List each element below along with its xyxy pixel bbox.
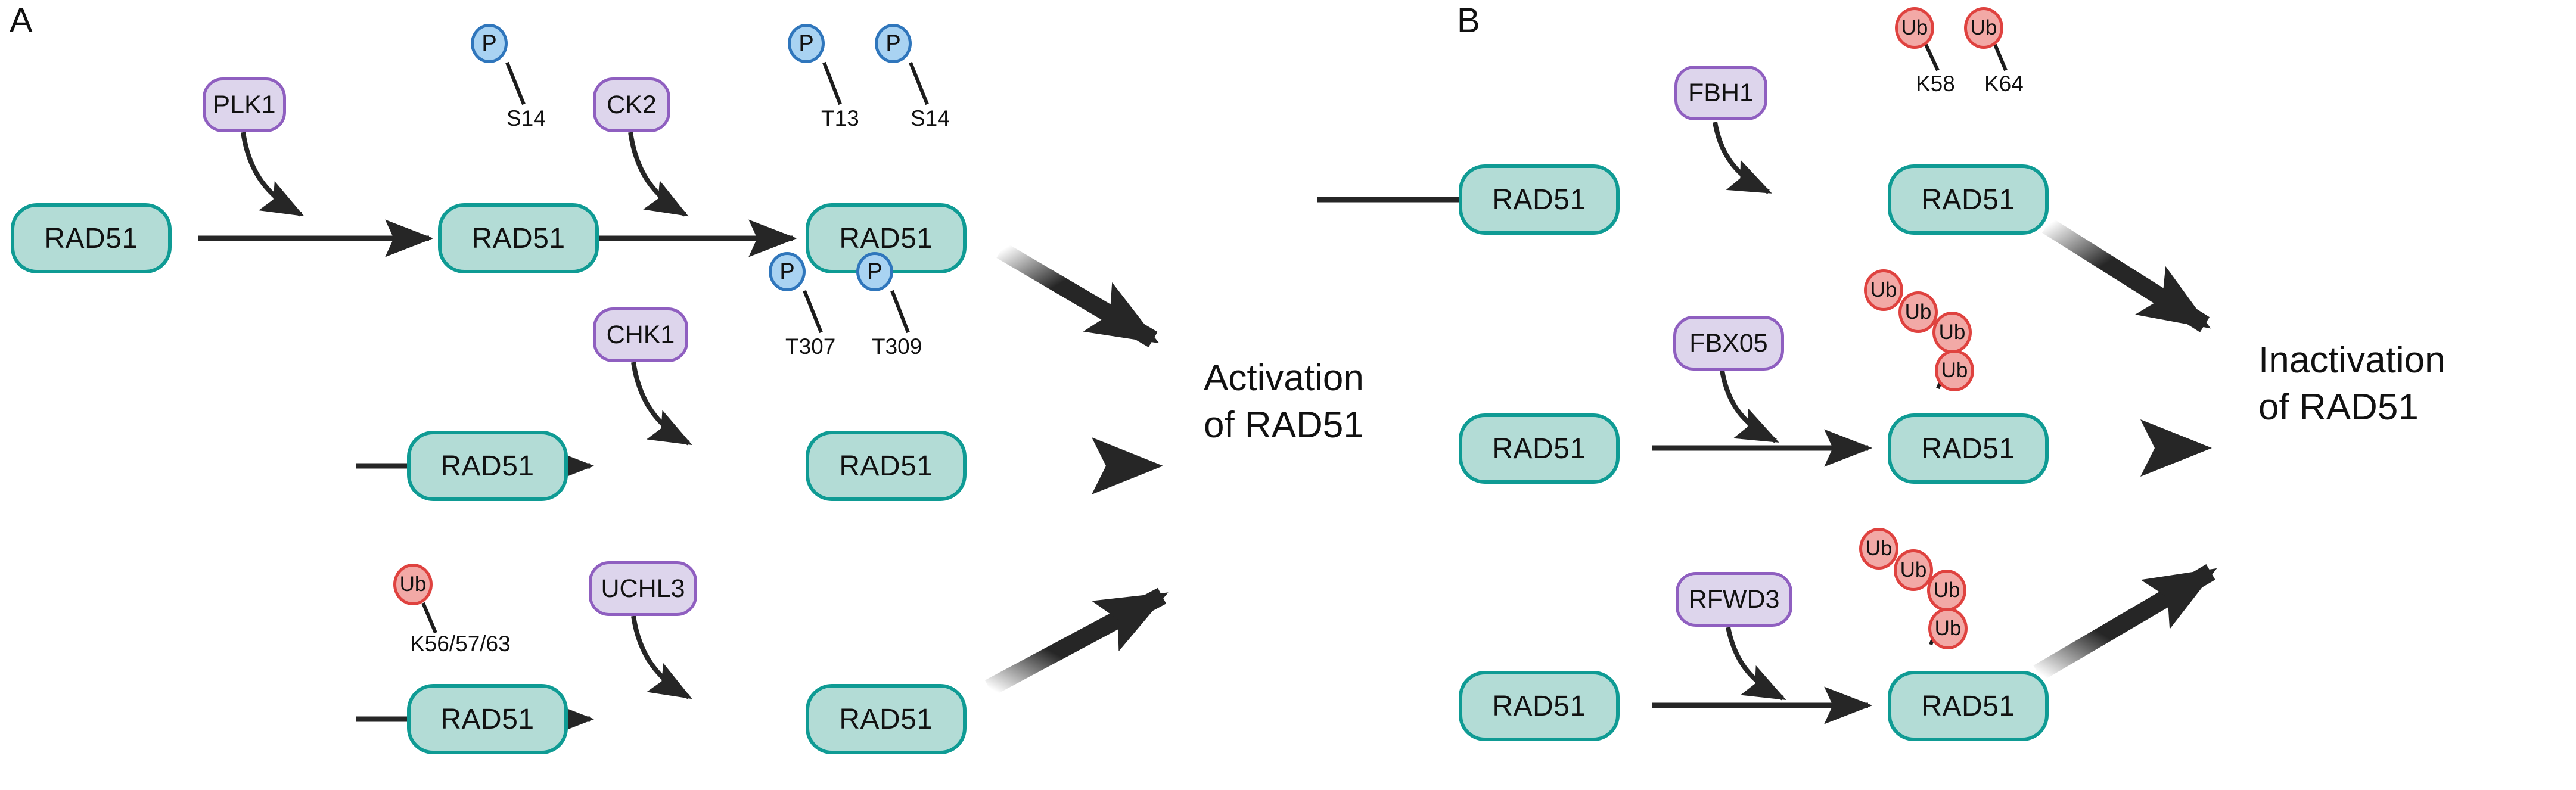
- rad51-node-b3-polyub[interactable]: RAD51: [1888, 671, 2049, 741]
- outcome-arrow-a-top: [996, 242, 1160, 347]
- curved-arrow-ck2: [628, 132, 689, 217]
- enzyme-fbx05[interactable]: FBX05: [1673, 316, 1784, 371]
- ubiquitin-mark-b2-2: Ub: [1898, 291, 1938, 333]
- rad51-node-b2-start[interactable]: RAD51: [1459, 413, 1620, 484]
- site-label-a1-s14: S14: [507, 106, 546, 130]
- enzyme-rfwd3[interactable]: RFWD3: [1676, 572, 1792, 627]
- outcome-arrow-b-top: [2042, 217, 2211, 332]
- ubiquitin-mark-a4-k56: Ub: [393, 564, 433, 605]
- site-label-a4-k56-57-63: K56/57/63: [410, 632, 511, 656]
- outcome-arrow-a-bottom: [984, 587, 1169, 696]
- phospho-mark-a3-t309: P: [856, 252, 893, 291]
- rad51-node-b1-ub[interactable]: RAD51: [1888, 164, 2049, 235]
- outcome-activation: Activation of RAD51: [1204, 354, 1364, 449]
- rad51-node-a3-ub[interactable]: RAD51: [407, 684, 568, 754]
- rad51-node-b1-start[interactable]: RAD51: [1459, 164, 1620, 235]
- rad51-node-a2-start[interactable]: RAD51: [407, 431, 568, 501]
- mark-stick-a3-t309: [890, 290, 910, 334]
- rad51-node-a1-start[interactable]: RAD51: [11, 203, 172, 273]
- phospho-mark-a2-t13: P: [788, 24, 825, 63]
- ubiquitin-mark-b3-4: Ub: [1928, 608, 1968, 649]
- site-label-a3-t309: T309: [872, 334, 922, 359]
- rad51-node-b3-start[interactable]: RAD51: [1459, 671, 1620, 741]
- ubiquitin-mark-b1-k58: Ub: [1895, 7, 1934, 49]
- site-label-a2-s14: S14: [911, 106, 950, 130]
- rad51-node-a3-deub[interactable]: RAD51: [806, 684, 967, 754]
- site-label-a2-t13: T13: [821, 106, 859, 130]
- ubiquitin-mark-b1-k64: Ub: [1964, 7, 2003, 49]
- ubiquitin-mark-b2-3: Ub: [1932, 312, 1972, 353]
- outcome-activation-line1: Activation: [1204, 357, 1364, 399]
- mark-stick-a4-k56: [421, 602, 437, 634]
- enzyme-ck2[interactable]: CK2: [593, 77, 670, 132]
- mark-stick-a3-t307: [803, 290, 823, 334]
- phospho-mark-a3-t307: P: [769, 252, 806, 291]
- mark-stick-b1-k58: [1924, 43, 1940, 71]
- panel-label-a: A: [10, 1, 33, 40]
- outcome-inactivation-line1: Inactivation: [2258, 340, 2446, 381]
- enzyme-fbh1[interactable]: FBH1: [1674, 66, 1767, 120]
- rad51-node-a2-pT307-pT309[interactable]: RAD51: [806, 431, 967, 501]
- site-label-a3-t307: T307: [785, 334, 836, 359]
- ubiquitin-mark-b2-4: Ub: [1935, 350, 1974, 391]
- phospho-mark-a1-s14: P: [471, 24, 508, 63]
- rad51-node-a1-pS14[interactable]: RAD51: [438, 203, 599, 273]
- curved-arrow-chk1: [631, 362, 692, 446]
- outcome-inactivation: Inactivation of RAD51: [2258, 337, 2446, 431]
- site-label-b1-k64: K64: [1984, 71, 2024, 96]
- ubiquitin-mark-b3-3: Ub: [1927, 570, 1966, 611]
- outcome-activation-line2: of RAD51: [1204, 405, 1364, 446]
- outcome-inactivation-line2: of RAD51: [2258, 387, 2419, 428]
- curved-arrow-uchl3: [631, 615, 692, 699]
- mark-stick-a2-s14: [909, 61, 929, 105]
- panel-label-b: B: [1457, 1, 1480, 40]
- ubiquitin-mark-b3-2: Ub: [1894, 549, 1933, 591]
- curved-arrow-rfwd3: [1726, 627, 1786, 701]
- enzyme-chk1[interactable]: CHK1: [593, 307, 688, 362]
- mark-stick-a2-t13: [822, 61, 842, 105]
- rad51-node-b2-polyub[interactable]: RAD51: [1888, 413, 2049, 484]
- phospho-mark-a2-s14: P: [875, 24, 912, 63]
- ubiquitin-mark-b2-1: Ub: [1864, 269, 1903, 311]
- enzyme-plk1[interactable]: PLK1: [203, 77, 286, 132]
- enzyme-uchl3[interactable]: UCHL3: [589, 561, 697, 616]
- rad51-node-a1-pT13-pS14[interactable]: RAD51: [806, 203, 967, 273]
- curved-arrow-fbh1: [1713, 122, 1772, 194]
- mark-stick-b1-k64: [1993, 43, 2008, 71]
- mark-stick-a1-s14: [505, 61, 526, 105]
- curved-arrow-fbx05: [1720, 370, 1779, 443]
- outcome-arrow-b-bottom: [2033, 564, 2217, 681]
- ubiquitin-mark-b3-1: Ub: [1859, 528, 1898, 570]
- site-label-b1-k58: K58: [1916, 71, 1955, 96]
- curved-arrow-plk1: [241, 132, 304, 217]
